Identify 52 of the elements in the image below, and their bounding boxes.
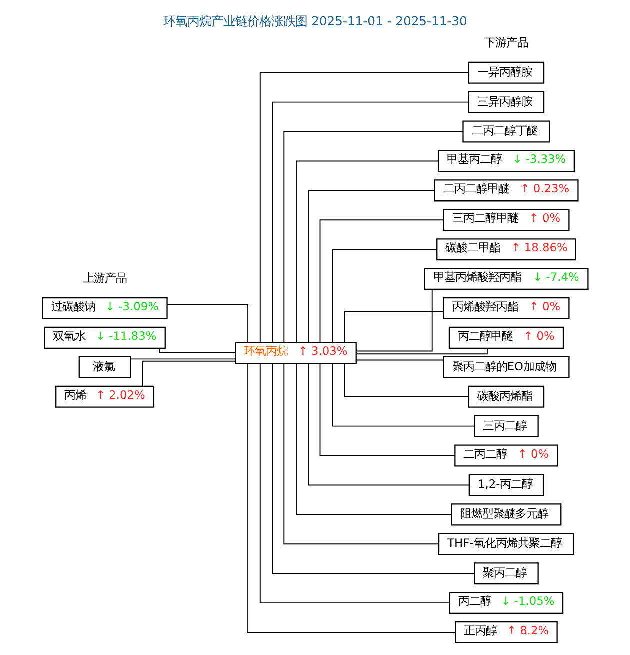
node-box: 阻燃型聚醚多元醇 <box>450 504 562 526</box>
node-box: 二丙二醇甲醚 ↑ 0.23% <box>434 180 578 202</box>
connector <box>296 363 452 516</box>
connector <box>319 363 456 456</box>
connector <box>319 220 444 343</box>
connector <box>247 363 456 633</box>
connector <box>272 363 474 574</box>
connector <box>356 348 488 355</box>
node-box: 丙二醇 ↓ -1.05% <box>448 592 564 614</box>
node-box: 三异丙醇胺 <box>468 91 544 114</box>
connector <box>356 289 432 352</box>
connector <box>283 131 464 343</box>
connector <box>344 312 444 343</box>
connector <box>332 363 475 427</box>
connector <box>259 72 469 343</box>
connector <box>272 102 469 344</box>
node-box: 三丙二醇 <box>474 415 538 438</box>
node-box: 丙烯酸羟丙酯 ↑ 0% <box>442 297 570 320</box>
node-box: 甲基丙二醇 ↓ -3.33% <box>437 150 574 172</box>
node-box: 双氧水 ↓ -11.83% <box>44 326 166 349</box>
node-box: 一异丙醇胺 <box>468 62 544 84</box>
node-box: 碳酸二甲酯 ↑ 18.86% <box>436 238 576 261</box>
node-box: 二丙二醇丁醚 <box>462 120 550 143</box>
node-box: 丙二醇甲醚 ↑ 0% <box>448 326 564 349</box>
node-box: 正丙醇 ↑ 8.2% <box>454 621 558 644</box>
connector <box>259 363 450 604</box>
connector <box>166 304 248 343</box>
connector <box>130 358 236 360</box>
node-box: 液氯 <box>78 356 131 378</box>
connector <box>356 360 444 361</box>
node-box: 过碳酸钠 ↓ -3.09% <box>42 297 168 320</box>
connector <box>344 363 469 398</box>
connector <box>332 249 437 343</box>
node-box: 聚丙二醇 <box>474 562 538 585</box>
connector <box>296 160 438 344</box>
connector <box>158 348 236 354</box>
label: 下游产品 <box>484 35 528 50</box>
node-box: 环氧丙烷 ↑ 3.03% <box>234 342 356 364</box>
node-box: 甲基丙烯酸羟丙酯 ↓ -7.4% <box>424 268 588 290</box>
node-box: THF-氧化丙烯共聚二醇 <box>438 533 574 556</box>
connector <box>142 360 236 386</box>
connector <box>308 363 470 486</box>
node-box: 1,2-丙二醇 <box>468 474 544 496</box>
label: 上游产品 <box>82 270 127 285</box>
node-box: 碳酸丙烯酯 <box>468 386 544 408</box>
node-box: 二丙二醇 ↑ 0% <box>454 444 558 467</box>
node-box: 丙烯 ↑ 2.02% <box>55 386 154 408</box>
node-box: 聚丙二醇的EO加成物 <box>442 356 570 378</box>
connector <box>308 190 435 343</box>
node-box: 三丙二醇甲醚 ↑ 0% <box>442 209 570 232</box>
connector <box>283 363 439 545</box>
diagram-title: 环氧丙烷产业链价格涨跌图 2025-11-01 - 2025-11-30 <box>163 14 467 29</box>
